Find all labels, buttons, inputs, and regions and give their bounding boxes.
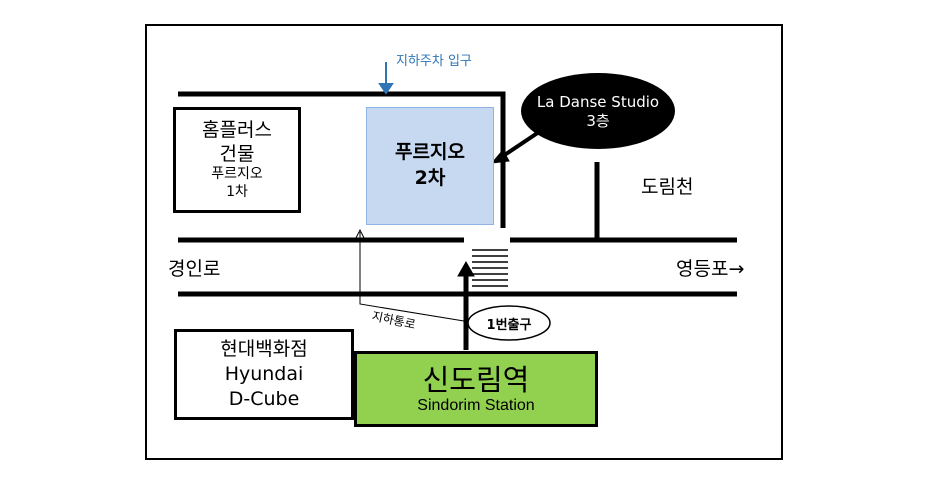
block-outline — [178, 91, 506, 228]
homplus-building: 홈플러스 건물 푸르지오 1차 — [173, 107, 301, 213]
homplus-building-word: 건물 — [219, 142, 255, 165]
homplus-name: 홈플러스 — [202, 118, 272, 141]
exit-callout — [467, 305, 551, 341]
hyundai-name-en: Hyundai — [224, 363, 304, 386]
yeongdeungpo-label: 영등포→ — [676, 258, 745, 280]
studio-name: La Danse Studio — [536, 93, 660, 111]
hyundai-dcube: D-Cube — [228, 387, 300, 410]
crosswalk — [472, 249, 508, 287]
dorimcheon-bank — [594, 162, 737, 243]
hyundai-department-store: 현대백화점 Hyundai D-Cube — [174, 329, 354, 420]
studio-floor: 3층 — [586, 111, 610, 130]
homplus-phase: 1차 — [226, 183, 248, 200]
prugio-2-building: 푸르지오 2차 — [366, 107, 494, 225]
homplus-prugio: 푸르지오 — [211, 166, 263, 183]
exit-1-label: 1번출구 — [486, 318, 532, 333]
studio-callout — [521, 73, 675, 149]
sindorim-station: 신도림역 Sindorim Station — [354, 351, 598, 427]
studio-callout-text: La Danse Studio 3층 — [521, 93, 675, 131]
station-name-en: Sindorim Station — [417, 397, 535, 415]
station-name-ko: 신도림역 — [422, 362, 530, 397]
dorimcheon-label: 도림천 — [641, 176, 694, 198]
prugio-2-phase: 2차 — [414, 167, 446, 189]
parking-entrance-label: 지하주차 입구 — [396, 54, 472, 69]
parking-arrow — [378, 62, 394, 95]
exit-arrow — [457, 260, 475, 350]
gyeongin-ro-label: 경인로 — [168, 258, 221, 280]
underpass-arrow — [354, 228, 471, 323]
prugio-2-name: 푸르지오 — [395, 141, 465, 164]
hyundai-name-ko: 현대백화점 — [220, 338, 308, 361]
